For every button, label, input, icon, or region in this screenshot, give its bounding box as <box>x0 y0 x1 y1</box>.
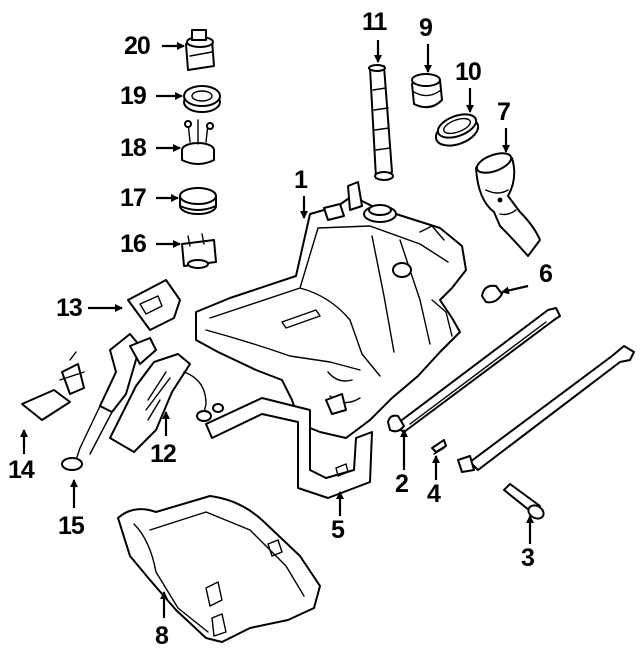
callout-16: 16 <box>120 230 147 258</box>
rubber-boot-9 <box>411 73 443 109</box>
filler-housing-7 <box>475 152 541 257</box>
callout-15: 15 <box>58 512 85 540</box>
hose-clamp-10 <box>434 113 480 147</box>
callout-4: 4 <box>427 480 441 508</box>
callout-12: 12 <box>150 440 177 468</box>
callout-2: 2 <box>395 470 409 498</box>
callout-9: 9 <box>419 14 433 42</box>
clip-4 <box>431 439 447 455</box>
callout-10: 10 <box>455 58 482 86</box>
sender-assembly <box>61 279 181 471</box>
callout-17: 17 <box>120 184 147 212</box>
callout-14: 14 <box>8 456 35 484</box>
leader-arrows <box>20 40 534 618</box>
callout-11: 11 <box>362 8 387 36</box>
tank-strap-3 <box>457 345 635 473</box>
callout-6: 6 <box>539 260 553 288</box>
fuel-tank-1 <box>195 181 467 439</box>
callout-19: 19 <box>120 82 147 110</box>
pump-module-12 <box>109 353 224 453</box>
pump-14 <box>21 351 85 421</box>
part-20-valve <box>185 29 215 71</box>
part-19-lockring <box>183 85 221 113</box>
callout-18: 18 <box>120 134 147 162</box>
callout-13: 13 <box>56 294 83 322</box>
bracket-5 <box>205 397 373 499</box>
heat-shield-8 <box>117 495 321 643</box>
callout-3: 3 <box>521 544 535 572</box>
callout-20: 20 <box>124 32 151 60</box>
part-16-connector <box>181 233 217 269</box>
clip-6 <box>481 284 503 304</box>
callout-5: 5 <box>331 516 345 544</box>
callout-8: 8 <box>155 622 169 650</box>
part-17-seal <box>179 187 217 215</box>
filler-neck-tube <box>368 64 394 181</box>
callout-1: 1 <box>294 166 308 194</box>
strap-bolt <box>503 483 545 520</box>
callout-7: 7 <box>497 98 511 126</box>
part-18-sender <box>181 119 215 165</box>
